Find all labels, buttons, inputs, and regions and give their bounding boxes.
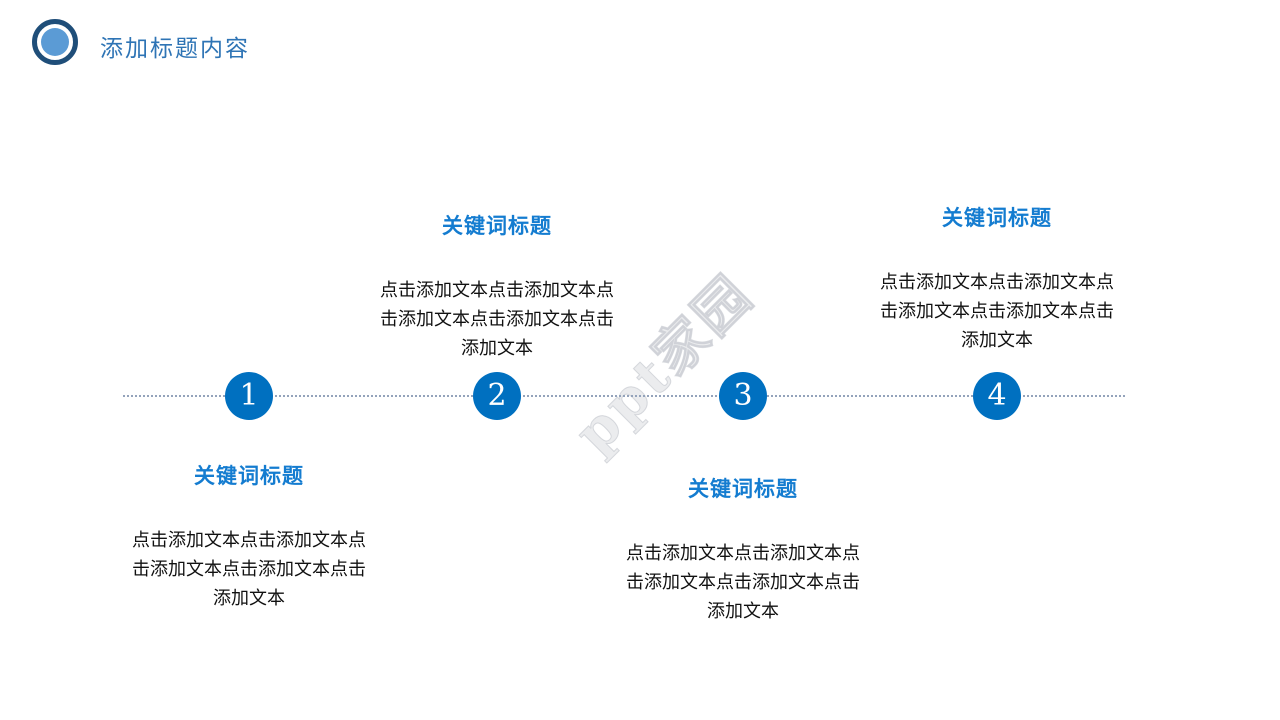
step-1-body-line: 点击添加文本点击添加文本点 bbox=[132, 530, 366, 551]
step-1-body-line: 添加文本 bbox=[213, 588, 285, 609]
step-4-title: 关键词标题 bbox=[942, 205, 1052, 230]
step-1-number-badge: 1 bbox=[225, 372, 273, 420]
step-3-title: 关键词标题 bbox=[688, 476, 798, 501]
step-2-title: 关键词标题 bbox=[442, 213, 552, 238]
step-4-text-block: 关键词标题 点击添加文本点击添加文本点 击添加文本点击添加文本点击 添加文本 bbox=[869, 202, 1125, 355]
step-2-body-line: 点击添加文本点击添加文本点 bbox=[380, 280, 614, 301]
ring-dot-icon bbox=[32, 19, 78, 65]
step-1-text-block: 关键词标题 点击添加文本点击添加文本点 击添加文本点击添加文本点击 添加文本 bbox=[121, 460, 377, 613]
step-3-body-line: 击添加文本点击添加文本点击 bbox=[626, 572, 860, 593]
ring-dot-icon-inner bbox=[41, 28, 69, 56]
step-2-text-block: 关键词标题 点击添加文本点击添加文本点 击添加文本点击添加文本点击 添加文本 bbox=[369, 210, 625, 363]
step-3-body-line: 点击添加文本点击添加文本点 bbox=[626, 543, 860, 564]
step-4-number-badge: 4 bbox=[973, 372, 1021, 420]
step-1-body-line: 击添加文本点击添加文本点击 bbox=[132, 559, 366, 580]
timeline-line bbox=[123, 395, 1125, 397]
step-4-body-line: 击添加文本点击添加文本点击 bbox=[880, 301, 1114, 322]
step-3-body-line: 添加文本 bbox=[707, 601, 779, 622]
step-4-body-line: 点击添加文本点击添加文本点 bbox=[880, 272, 1114, 293]
step-3-text-block: 关键词标题 点击添加文本点击添加文本点 击添加文本点击添加文本点击 添加文本 bbox=[615, 473, 871, 626]
step-2-body-line: 击添加文本点击添加文本点击 bbox=[380, 309, 614, 330]
step-2-body-line: 添加文本 bbox=[461, 338, 533, 359]
page-title: 添加标题内容 bbox=[100, 36, 250, 62]
step-2-number-badge: 2 bbox=[473, 372, 521, 420]
step-4-body-line: 添加文本 bbox=[961, 330, 1033, 351]
step-1-title: 关键词标题 bbox=[194, 463, 304, 488]
step-3-number-badge: 3 bbox=[719, 372, 767, 420]
